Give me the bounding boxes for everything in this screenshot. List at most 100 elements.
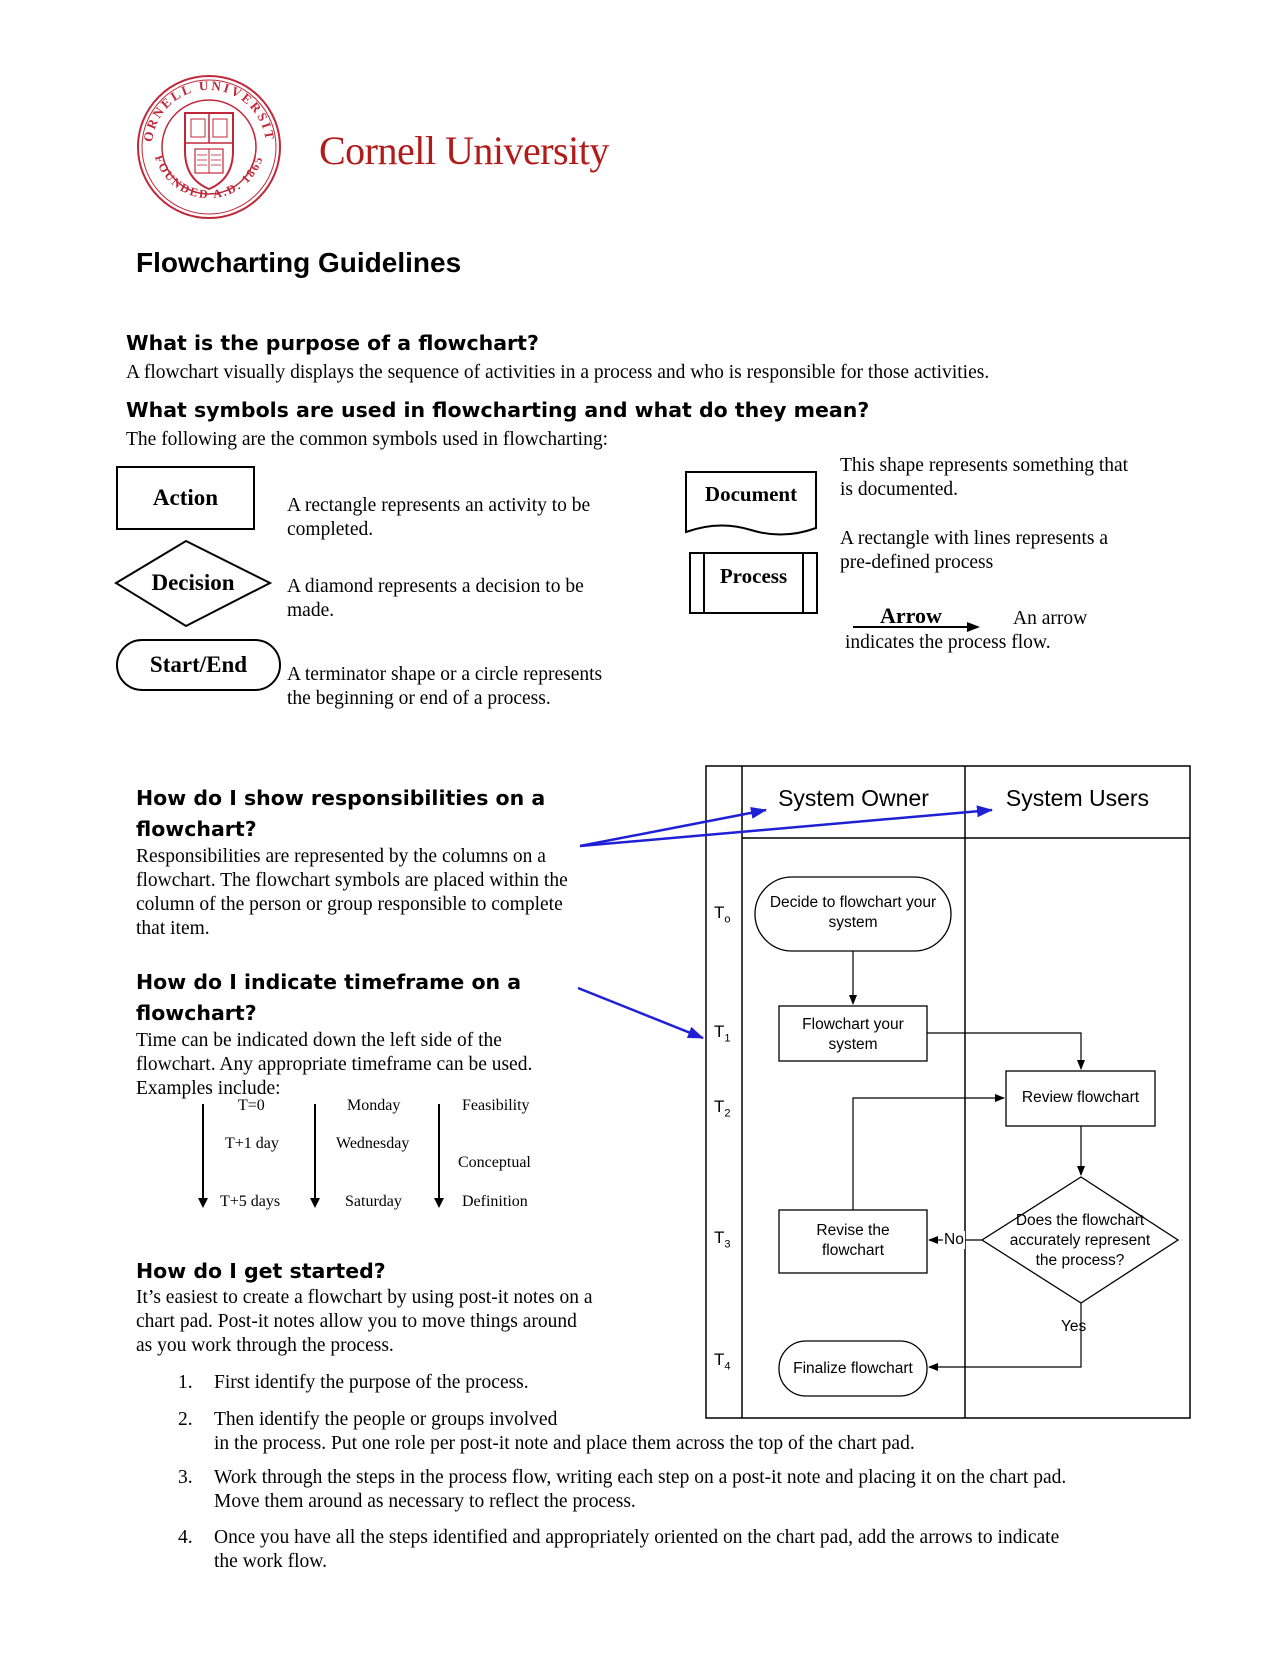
time-label-t1: T1 (714, 1022, 731, 1044)
finalize-terminator (778, 1340, 928, 1397)
timeframe-col3-item: Feasibility (462, 1097, 530, 1114)
step-number: 4. (178, 1527, 193, 1548)
timeframe-col1-item: T=0 (238, 1097, 265, 1114)
started-text: It’s easiest to create a flowchart by us… (136, 1287, 593, 1356)
callout-arrow-owner (579, 806, 767, 848)
time-label-sub: o (724, 913, 731, 926)
startend-desc: A terminator shape or a circle represent… (287, 664, 603, 709)
column-header-owner: System Owner (778, 785, 929, 811)
process-label: Process (719, 564, 788, 588)
list-item: 2. Then identify the people or groups in… (178, 1408, 1258, 1458)
timeframe-col2-item: Monday (347, 1097, 401, 1114)
step-text-cont: Move them around as necessary to reflect… (214, 1491, 636, 1512)
university-wordmark: Cornell University (319, 128, 609, 173)
yes-label: Yes (1061, 1318, 1087, 1335)
timeframe-heading: How do I indicate timeframe on a flowcha… (136, 967, 521, 1029)
timeframe-arrows (198, 1104, 444, 1208)
step-text: Work through the steps in the process fl… (214, 1467, 1067, 1488)
step-number: 3. (178, 1467, 193, 1488)
responsibilities-text: Responsibilities are represented by the … (136, 846, 568, 939)
flowchart-line2: system (828, 1036, 878, 1053)
list-item: 3. Work through the steps in the process… (178, 1466, 1258, 1516)
flowchart-box (778, 1005, 928, 1062)
svg-text:CORNELL UNIVERSITY: CORNELL UNIVERSITY (135, 73, 278, 143)
seal-text-top: CORNELL UNIVERSITY (129, 61, 275, 143)
flowchart-line1: Flowchart your (802, 1016, 904, 1033)
start-terminator-text: Decide to flowchart your system (755, 893, 951, 933)
no-label: No (943, 1231, 965, 1249)
started-heading: How do I get started? (136, 1259, 386, 1283)
swimlane-grid (705, 765, 1191, 1419)
timeframe-col2-item: Saturday (345, 1193, 402, 1210)
timeframe-text: Time can be indicated down the left side… (136, 1030, 533, 1099)
timeframe-col3-item: Definition (462, 1193, 528, 1210)
time-label-letter: T (714, 1228, 725, 1247)
time-label-letter: T (714, 1350, 725, 1369)
responsibilities-heading-line2: flowchart? (136, 817, 257, 841)
time-label-letter: T (714, 903, 725, 922)
step-text-cont: in the process. Put one role per post-it… (214, 1433, 915, 1454)
review-box-text: Review flowchart (1021, 1089, 1140, 1106)
responsibilities-heading: How do I show responsibilities on a flow… (136, 783, 545, 845)
purpose-text: A flowchart visually displays the sequen… (126, 362, 990, 383)
time-label-sub: 3 (724, 1238, 731, 1251)
timeframe-col2-item: Wednesday (336, 1135, 410, 1152)
process-desc: A rectangle with lines represents a pre-… (840, 528, 1109, 573)
step-number: 1. (178, 1372, 193, 1393)
decision-shape (114, 539, 273, 628)
purpose-heading: What is the purpose of a flowchart? (126, 331, 539, 355)
timeframe-heading-line1: How do I indicate timeframe on a (136, 970, 522, 994)
action-label: Action (152, 485, 219, 510)
symbol-shapes (114, 466, 980, 691)
responsibilities-heading-line1: How do I show responsibilities on a (136, 786, 546, 810)
step-text: First identify the purpose of the proces… (214, 1372, 529, 1393)
revise-box (778, 1209, 928, 1274)
timeframe-col1-item: T+1 day (225, 1135, 279, 1152)
list-item: 1. First identify the purpose of the pro… (178, 1371, 1258, 1401)
list-item: 4. Once you have all the steps identifie… (178, 1526, 1258, 1576)
swimlane-diagram (577, 765, 1191, 1419)
timeframe-col1-item: T+5 days (220, 1193, 281, 1210)
start-line1: Decide to flowchart your (769, 894, 937, 911)
timeframe-col3-item: Conceptual (458, 1154, 531, 1171)
time-label-letter: T (714, 1022, 725, 1041)
finalize-text: Finalize flowchart (793, 1360, 913, 1377)
timeframe-heading-line2: flowchart? (136, 1001, 257, 1025)
decision-line1: Does the flowchart (1015, 1212, 1145, 1229)
time-label-sub: 2 (724, 1107, 731, 1120)
start-line2: system (828, 914, 878, 931)
startend-label: Start/End (149, 652, 248, 677)
arrow-label: Arrow (880, 603, 942, 628)
review-box (1005, 1070, 1156, 1127)
column-header-users: System Users (1005, 785, 1150, 811)
time-label-t2: T2 (714, 1097, 731, 1119)
page-title: Flowcharting Guidelines (136, 247, 462, 278)
decision-text: Does the flowchart accurately represent … (982, 1211, 1178, 1271)
document-label: Document (704, 482, 798, 506)
revise-box-text: Revise the flowchart (779, 1221, 927, 1261)
decision-line2: accurately represent (1009, 1232, 1151, 1249)
arrow-sample-head (967, 622, 980, 632)
decision-line3: the process? (1035, 1252, 1125, 1269)
decision-label: Decision (151, 570, 235, 595)
revise-line2: flowchart (821, 1242, 885, 1259)
document-desc: This shape represents something that is … (840, 455, 1129, 500)
document-shape (685, 471, 817, 536)
symbols-intro: The following are the common symbols use… (126, 429, 608, 450)
steps-list: 1. First identify the purpose of the pro… (178, 1371, 1258, 1581)
time-label-sub: 4 (724, 1360, 731, 1373)
time-label-t4: T4 (714, 1350, 731, 1372)
arrow-desc-a: An arrow (1013, 608, 1088, 629)
callout-arrow-users (579, 805, 993, 848)
cornell-seal: CORNELL UNIVERSITY FOUNDED A.D. 1865 (129, 61, 283, 221)
process-shape (689, 552, 818, 614)
revise-line1: Revise the (816, 1222, 890, 1239)
symbols-heading: What symbols are used in flowcharting an… (126, 398, 870, 422)
step-number: 2. (178, 1409, 193, 1430)
step-text: Then identify the people or groups invol… (214, 1409, 558, 1430)
decision-desc: A diamond represents a decision to be ma… (287, 576, 584, 621)
flowchart-box-text: Flowchart your system (779, 1015, 927, 1055)
action-shape (116, 466, 255, 530)
step-text: Once you have all the steps identified a… (214, 1527, 1060, 1548)
step-text-cont: the work flow. (214, 1551, 328, 1572)
